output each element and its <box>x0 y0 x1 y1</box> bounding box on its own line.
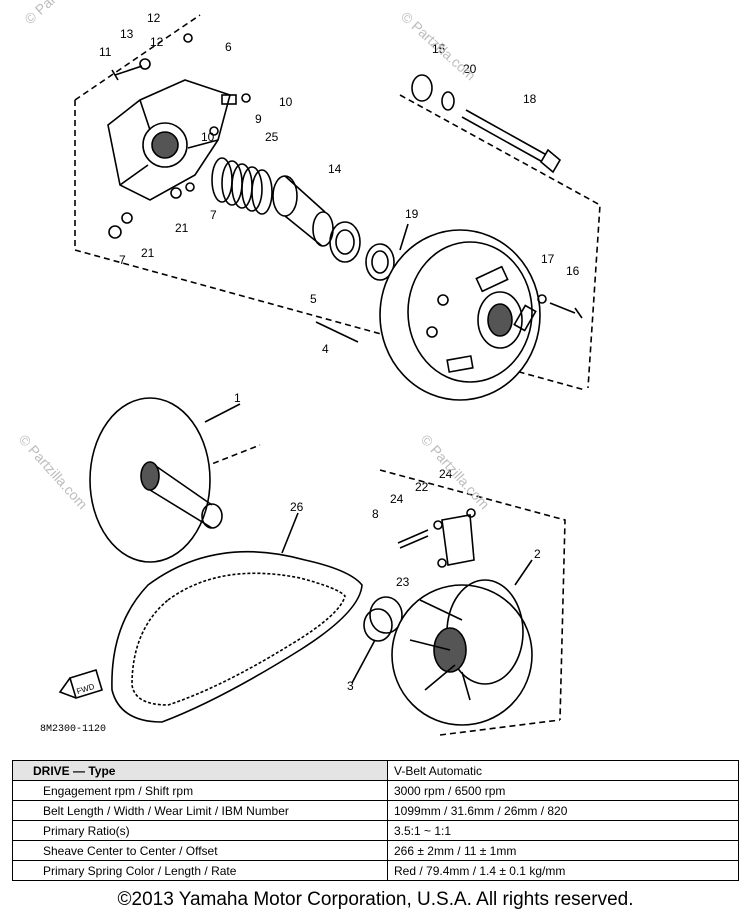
washer-12-icon <box>139 58 151 70</box>
part-label-14: 14 <box>328 162 342 176</box>
washer-20-icon <box>441 91 455 111</box>
spec-value: V-Belt Automatic <box>387 760 739 781</box>
part-label-21: 21 <box>175 221 189 235</box>
part-label-17: 17 <box>541 252 555 266</box>
spec-label: DRIVE — Type <box>12 760 388 781</box>
pin-10-icon <box>241 93 251 103</box>
nut-21-icon <box>121 212 133 224</box>
pin-8-icon <box>397 529 429 549</box>
part-label-24: 24 <box>439 467 453 481</box>
spec-row: Engagement rpm / Shift rpm 3000 rpm / 65… <box>12 780 739 801</box>
part-label-4: 4 <box>322 342 329 356</box>
part-label-8: 8 <box>372 507 379 521</box>
part-label-12: 12 <box>147 11 161 25</box>
copyright-notice: ©2013 Yamaha Motor Corporation, U.S.A. A… <box>117 889 634 910</box>
spec-label: Belt Length / Width / Wear Limit / IBM N… <box>12 800 388 821</box>
spec-value: 1099mm / 31.6mm / 26mm / 820 <box>387 800 739 821</box>
spec-label: Sheave Center to Center / Offset <box>12 840 388 861</box>
part-label-23: 23 <box>396 575 410 589</box>
fixed-sheave-1-icon <box>89 397 223 563</box>
nut-13-icon <box>183 33 193 43</box>
spec-row: Belt Length / Width / Wear Limit / IBM N… <box>12 800 739 821</box>
watermark-3: © Partzilla.com <box>16 431 91 512</box>
spider-cam-icon <box>107 79 231 201</box>
spec-row: Primary Ratio(s) 3.5:1 ~ 1:1 <box>12 820 739 841</box>
spec-label: Primary Spring Color / Length / Rate <box>12 860 388 881</box>
bracket-22-icon <box>441 514 475 566</box>
washer-24-icon <box>433 520 443 530</box>
fwd-label: FWD <box>75 682 95 696</box>
spec-value: 3.5:1 ~ 1:1 <box>387 820 739 841</box>
part-label-20: 20 <box>463 62 477 76</box>
watermark-1: © Partzilla.com <box>21 0 102 27</box>
spec-value: 3000 rpm / 6500 rpm <box>387 780 739 801</box>
bushing-3-icon <box>363 596 403 642</box>
bolt-18-icon <box>461 109 562 174</box>
bolt-16-icon <box>549 302 583 319</box>
spec-row: Primary Spring Color / Length / Rate Red… <box>12 860 739 881</box>
bushing-5-icon <box>329 221 361 263</box>
part-label-7: 7 <box>210 208 217 222</box>
part-label-2: 2 <box>534 547 541 561</box>
nut-17-icon <box>537 294 547 304</box>
part-label-10: 10 <box>279 95 293 109</box>
pin-9-icon <box>221 94 237 105</box>
part-label-18: 18 <box>523 92 537 106</box>
part-number-labels: 1 2 3 4 5 6 7 8 9 10 11 12 13 14 15 16 1… <box>99 11 580 693</box>
part-label-7b: 7 <box>119 253 126 267</box>
part-label-9: 9 <box>255 112 262 126</box>
bushing-19-icon <box>365 243 395 281</box>
part-label-26: 26 <box>290 500 304 514</box>
part-label-21b: 21 <box>141 246 155 260</box>
secondary-sheave-2-icon <box>391 579 533 726</box>
part-label-11: 11 <box>99 45 112 59</box>
part-label-13: 13 <box>120 27 134 41</box>
part-label-5: 5 <box>310 292 317 306</box>
weight-7-icon <box>170 187 182 199</box>
part-label-25: 25 <box>265 130 279 144</box>
fwd-arrow-icon <box>58 668 103 700</box>
spec-value: 266 ± 2mm / 11 ± 1mm <box>387 840 739 861</box>
part-label-6: 6 <box>225 40 232 54</box>
part-label-15: 15 <box>432 42 446 56</box>
spec-label: Primary Ratio(s) <box>12 820 388 841</box>
part-label-22: 22 <box>415 480 429 494</box>
figure-code: 8M2300-1120 <box>40 724 106 735</box>
part-label-3: 3 <box>347 679 354 693</box>
sliding-sheave-4-icon <box>379 229 541 401</box>
drive-spec-table: DRIVE — Type V-Belt Automatic Engagement… <box>12 760 739 881</box>
spring-25-icon <box>211 157 273 215</box>
washer-15-icon <box>411 74 433 102</box>
part-label-10b: 10 <box>201 130 215 144</box>
watermark-4: © Partzilla.com <box>418 431 493 512</box>
spec-label: Engagement rpm / Shift rpm <box>12 780 388 801</box>
watermark-2: © Partzilla.com <box>398 8 479 83</box>
part-label-12b: 12 <box>150 35 164 49</box>
spec-value: Red / 79.4mm / 1.4 ± 0.1 kg/mm <box>387 860 739 881</box>
bolt-11-icon <box>111 65 143 81</box>
part-label-24b: 24 <box>390 492 404 506</box>
part-label-16: 16 <box>566 264 580 278</box>
nut-23-icon <box>437 558 447 568</box>
exploded-parts-diagram: 1 2 3 4 5 6 7 8 9 10 11 12 13 14 15 16 1… <box>16 0 601 736</box>
v-belt-26-icon <box>111 550 363 723</box>
part-label-19: 19 <box>405 207 419 221</box>
spec-row: DRIVE — Type V-Belt Automatic <box>12 760 739 781</box>
sleeve-14-icon <box>272 175 334 247</box>
spec-row: Sheave Center to Center / Offset 266 ± 2… <box>12 840 739 861</box>
part-label-1: 1 <box>234 391 241 405</box>
